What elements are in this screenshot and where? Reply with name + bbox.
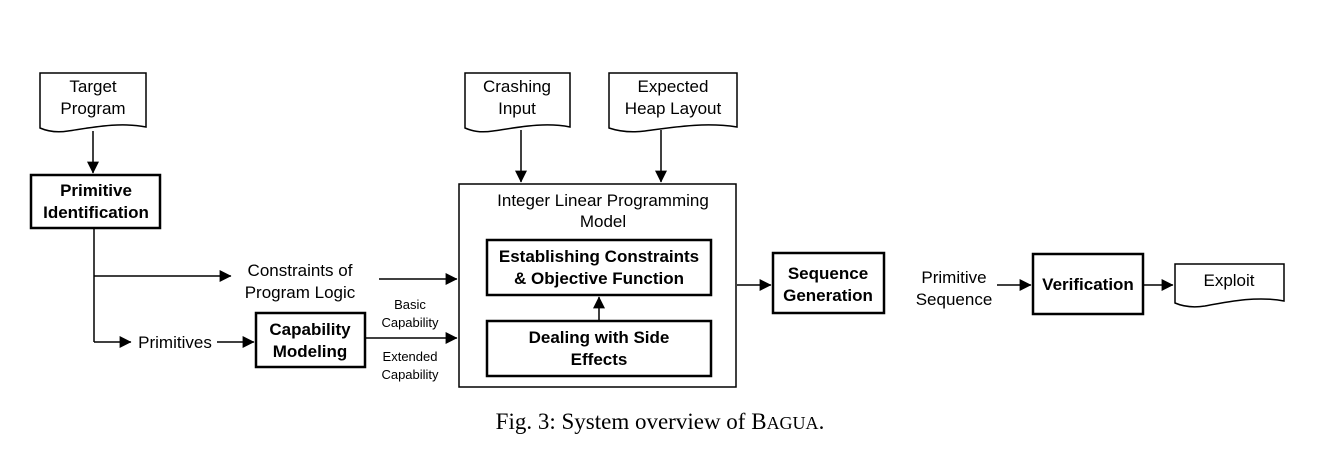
capability-modeling-box: Capability Modeling [254,311,367,369]
crashing-input-label-line1: Crashing [483,77,551,96]
caption-suffix: . [819,409,825,434]
caption-name-rest: AGUA [767,413,819,433]
establishing-constraints-label-line2: & Objective Function [514,269,684,288]
caption-name-initial: B [751,409,766,434]
primitive-identification-label-line1: Primitive [60,181,132,200]
basic-capability-label-line1: Basic [394,297,426,312]
sequence-generation-label-line2: Generation [783,286,873,305]
primitive-identification-label-line2: Identification [43,203,149,222]
primitives-label: Primitives [138,333,212,352]
expected-heap-layout-label-line1: Expected [638,77,709,96]
crashing-input-document: Crashing Input [464,72,571,133]
crashing-input-label-line2: Input [498,99,536,118]
primitive-sequence-label-line2: Sequence [916,290,993,309]
caption-prefix: Fig. 3: System overview of [496,409,752,434]
verification-label: Verification [1042,275,1134,294]
dealing-side-effects-box: Dealing with Side Effects [485,319,713,378]
ilp-model-title-line2: Model [580,212,626,231]
target-program-label-line2: Program [60,99,125,118]
ilp-model-title-line1: Integer Linear Programming [497,191,709,210]
target-program-document: Target Program [39,72,147,133]
establishing-constraints-label-line1: Establishing Constraints [499,247,699,266]
constraints-program-logic-label-line2: Program Logic [245,283,356,302]
extended-capability-label-line2: Capability [381,367,439,382]
dealing-side-effects-label-line1: Dealing with Side [529,328,670,347]
sequence-generation-label-line1: Sequence [788,264,868,283]
dealing-side-effects-label-line2: Effects [571,350,628,369]
figure-caption: Fig. 3: System overview of BAGUA. [496,409,825,434]
primitive-sequence-label-line1: Primitive [921,268,986,287]
verification-box: Verification [1031,252,1145,316]
capability-modeling-label-line1: Capability [269,320,351,339]
sequence-generation-box: Sequence Generation [771,251,886,315]
expected-heap-layout-document: Expected Heap Layout [608,72,738,133]
target-program-label-line1: Target [69,77,117,96]
exploit-label: Exploit [1203,271,1254,290]
capability-modeling-label-line2: Modeling [273,342,348,361]
extended-capability-label-line1: Extended [383,349,438,364]
basic-capability-label-line2: Capability [381,315,439,330]
expected-heap-layout-label-line2: Heap Layout [625,99,722,118]
exploit-document: Exploit [1174,263,1285,308]
establishing-constraints-box: Establishing Constraints & Objective Fun… [485,238,713,297]
constraints-program-logic-label-line1: Constraints of [248,261,353,280]
primitive-identification-box: Primitive Identification [29,173,162,230]
